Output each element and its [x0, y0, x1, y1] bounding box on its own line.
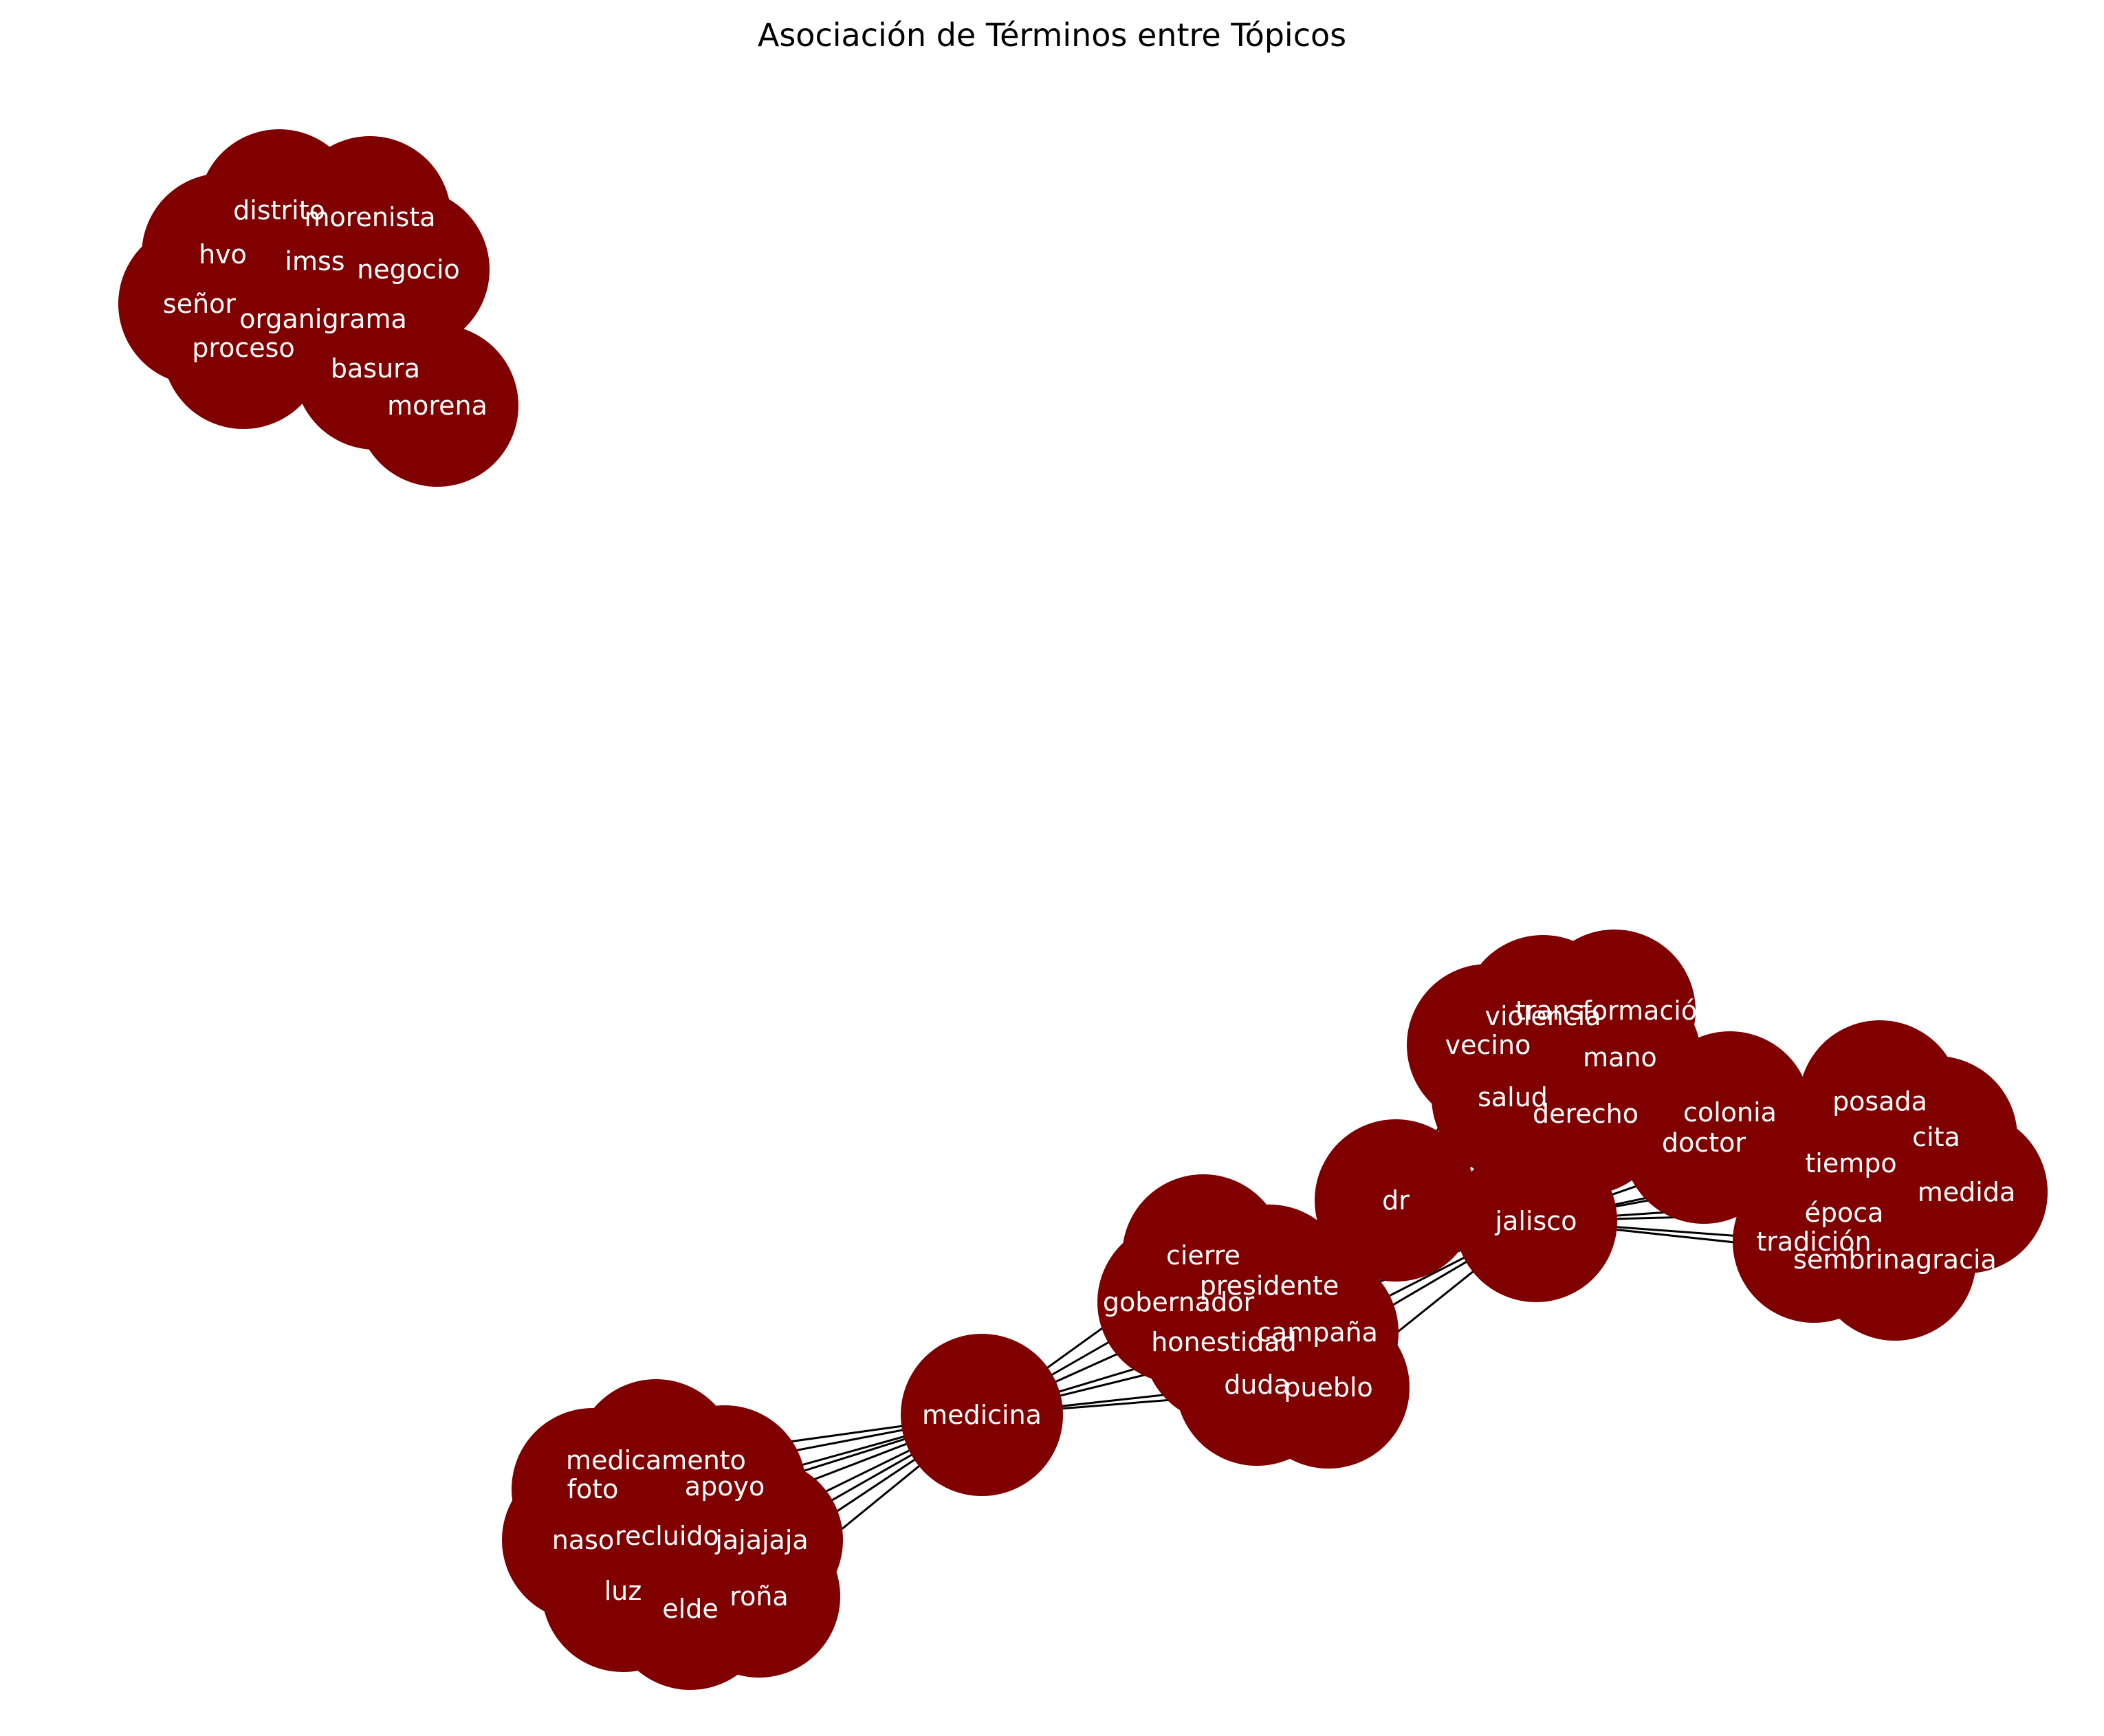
- node-label-duda: duda: [1224, 1370, 1290, 1400]
- node-label-tiempo: tiempo: [1805, 1148, 1896, 1178]
- node-jalisco: [1455, 1140, 1617, 1302]
- nodes-layer: [118, 129, 2048, 1690]
- node-label-dr: dr: [1382, 1185, 1410, 1216]
- node-label-tradicion: tradición: [1756, 1227, 1871, 1257]
- node-label-cierre: cierre: [1166, 1240, 1240, 1271]
- node-medicina: [901, 1334, 1063, 1496]
- node-label-cita: cita: [1912, 1122, 1960, 1152]
- node-label-doctor: doctor: [1662, 1128, 1746, 1158]
- chart-title: Asociación de Términos entre Tópicos: [757, 17, 1347, 54]
- node-label-medida: medida: [1918, 1177, 2015, 1207]
- node-label-foto: foto: [567, 1474, 619, 1504]
- node-label-jajajaja: jajajaja: [714, 1525, 808, 1555]
- node-label-apoyo: apoyo: [685, 1471, 765, 1502]
- node-label-transformacion: transformación: [1515, 996, 1713, 1026]
- node-label-rona: roña: [730, 1581, 788, 1612]
- node-label-medicamento: medicamento: [566, 1445, 746, 1475]
- node-label-hvo: hvo: [199, 239, 247, 270]
- node-label-basura: basura: [331, 353, 420, 384]
- node-label-epoca: época: [1805, 1198, 1884, 1228]
- node-doctor: [1623, 1062, 1785, 1224]
- node-label-organigrama: organigrama: [239, 304, 407, 334]
- node-label-naso: naso: [552, 1525, 614, 1555]
- node-label-campana: campaña: [1257, 1317, 1378, 1348]
- node-label-distrito: distrito: [233, 195, 325, 226]
- node-label-elde: elde: [662, 1594, 718, 1624]
- node-label-medicina: medicina: [922, 1400, 1042, 1430]
- node-label-mano: mano: [1583, 1042, 1657, 1073]
- node-label-jalisco: jalisco: [1495, 1206, 1577, 1236]
- node-label-morena: morena: [387, 391, 487, 421]
- node-morena: [356, 325, 518, 487]
- node-label-sembrinagracia: sembrinagracia: [1793, 1244, 1997, 1275]
- node-label-recluido: recluido: [615, 1521, 719, 1551]
- node-label-presidente: presidente: [1200, 1271, 1339, 1301]
- node-label-negocio: negocio: [357, 254, 460, 285]
- node-label-posada: posada: [1832, 1086, 1927, 1117]
- node-rona: [678, 1515, 840, 1678]
- node-label-imss: imss: [285, 246, 344, 276]
- node-label-violencia: violencia: [1484, 1001, 1601, 1031]
- node-label-gobernador: gobernador: [1103, 1287, 1255, 1317]
- node-dr: [1315, 1119, 1477, 1282]
- node-label-luz: luz: [604, 1576, 642, 1606]
- node-label-vecino: vecino: [1445, 1030, 1531, 1060]
- node-label-honestidad: honestidad: [1151, 1327, 1297, 1357]
- node-proceso: [162, 267, 325, 429]
- node-sembrinagracia: [1814, 1178, 1976, 1341]
- node-label-senor: señor: [163, 289, 237, 319]
- node-label-morenista: morenista: [304, 202, 435, 232]
- node-label-proceso: proceso: [192, 333, 294, 363]
- node-label-colonia: colonia: [1683, 1097, 1777, 1128]
- node-label-derecho: derecho: [1533, 1099, 1639, 1129]
- node-label-pueblo: pueblo: [1284, 1372, 1373, 1403]
- node-pueblo: [1247, 1306, 1410, 1469]
- node-label-salud: salud: [1478, 1082, 1548, 1112]
